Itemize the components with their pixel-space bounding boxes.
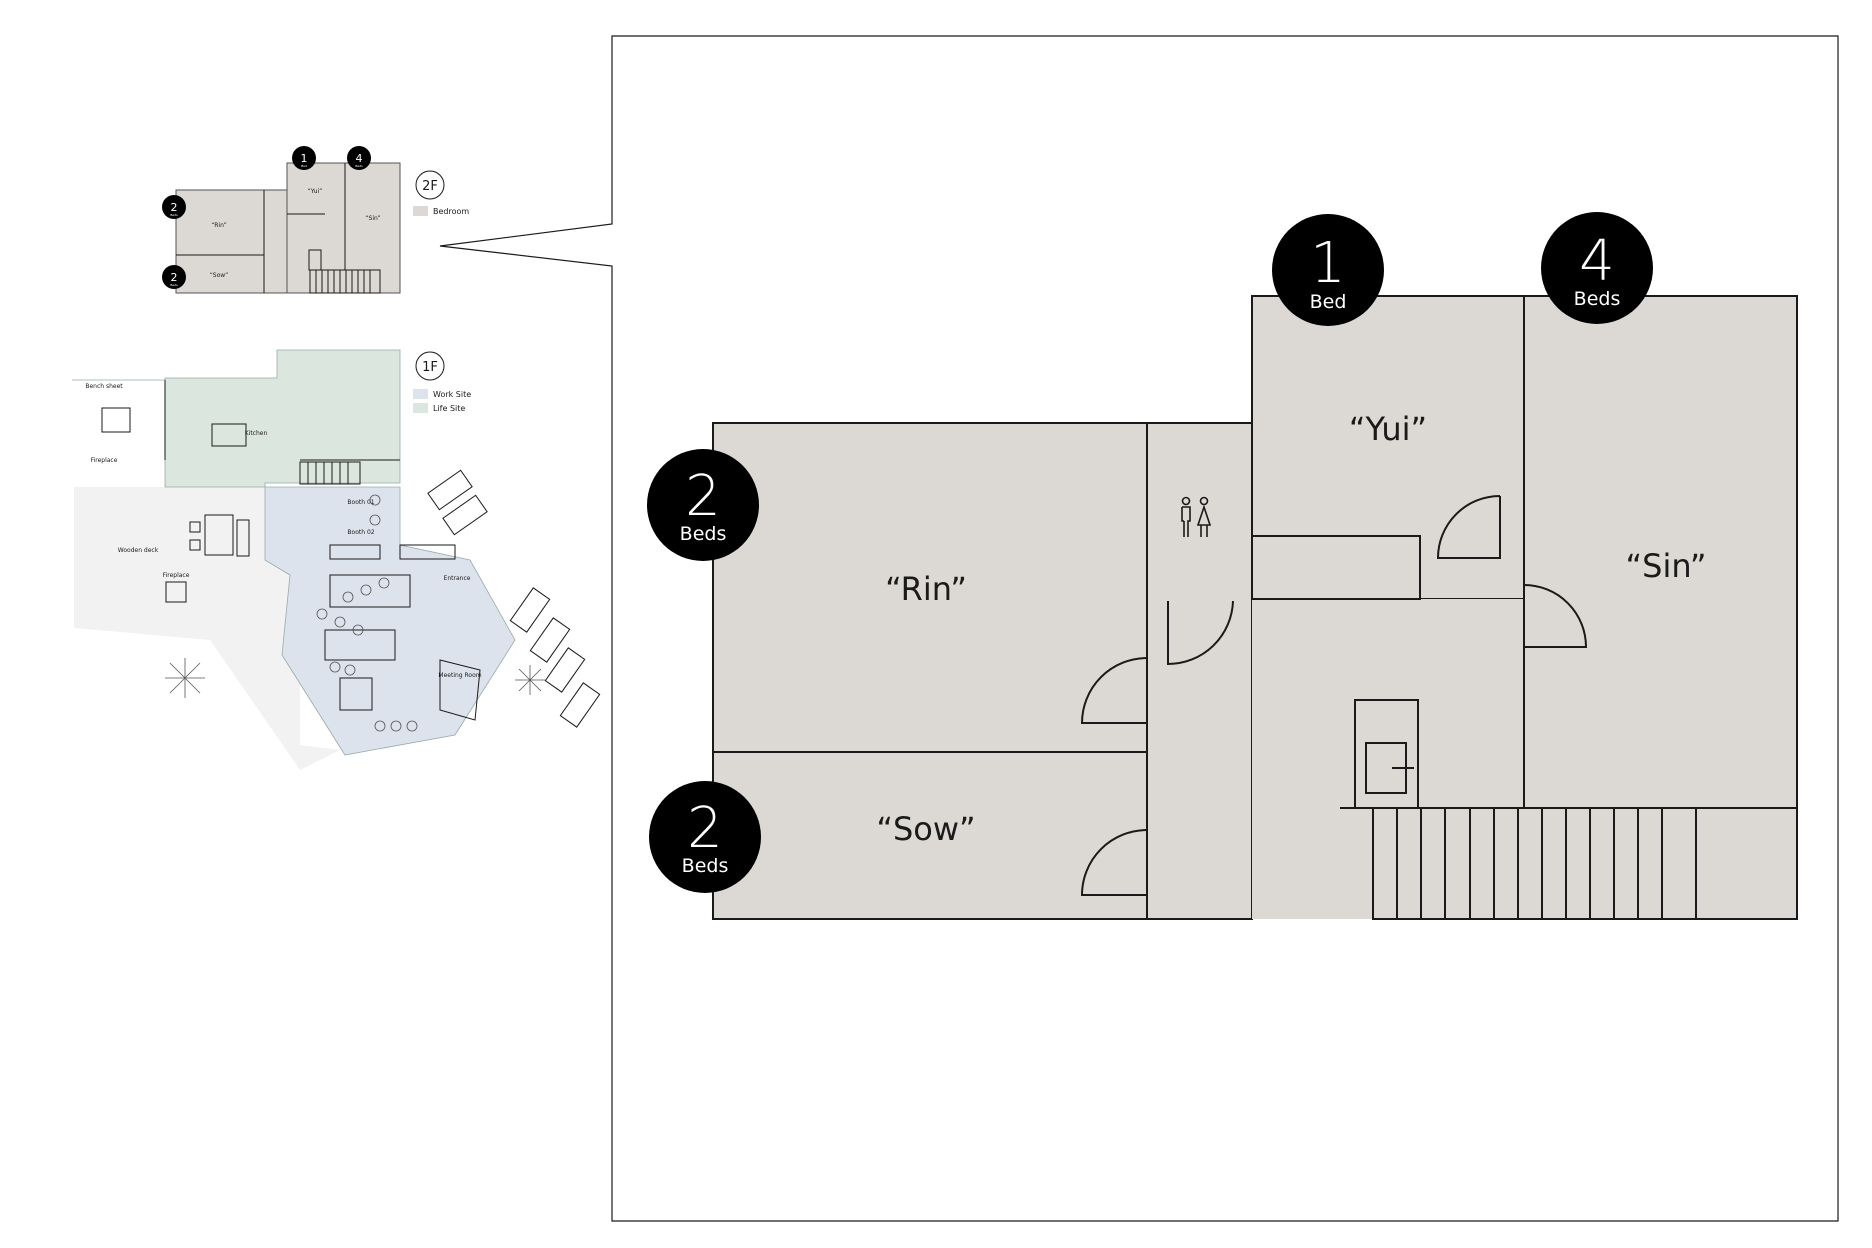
badge-count: 2 — [687, 796, 723, 861]
seating-chairs — [316, 494, 418, 732]
room-label-rin: “Rin” — [885, 570, 967, 608]
room-rin — [712, 422, 1148, 753]
bed-badge-yui: 1 Bed — [1272, 214, 1384, 326]
label-fireplace-inner: Fireplace — [91, 457, 118, 464]
mini-badge-yui: 1 Bed — [292, 146, 316, 170]
mini-room-label-yui: “Yui” — [308, 188, 323, 195]
floor-tag-2f: 2F — [422, 179, 438, 194]
hall — [1146, 422, 1253, 920]
closet — [1251, 535, 1421, 600]
plant-icon — [165, 658, 205, 698]
mini-badge-unit: Beds — [170, 213, 178, 217]
restroom-icon — [1181, 496, 1212, 537]
mini-badge-count: 4 — [356, 152, 363, 165]
label-kitchen: Kitchen — [245, 430, 268, 437]
mini-staircase-1f — [299, 461, 361, 485]
legend-swatch-work-site — [413, 389, 428, 399]
badge-count: 4 — [1579, 229, 1615, 294]
label-bench-sheet: Bench sheet — [85, 383, 123, 390]
mini-room-label-sow: “Sow” — [210, 272, 229, 279]
floor-tag-1f: 1F — [422, 360, 438, 375]
bed-badge-sin: 4 Beds — [1541, 212, 1653, 324]
mini-badge-sow: 2 Beds — [162, 265, 186, 289]
legend-swatch-life-site — [413, 403, 428, 413]
mini-room-label-rin: “Rin” — [211, 222, 226, 229]
mini-badge-count: 2 — [171, 201, 178, 214]
wooden-deck-area — [74, 487, 340, 770]
work-site-area — [264, 486, 516, 756]
badge-count: 2 — [685, 464, 721, 529]
legend-label-life-site: Life Site — [433, 404, 465, 413]
bed-badge-sow: 2 Beds — [649, 781, 761, 893]
mini-badge-rin: 2 Beds — [162, 195, 186, 219]
label-booth-01: Booth 01 — [347, 499, 374, 506]
detail-plan-2f: “Rin” “Sow” “Yui” “Sin” 1 Bed 4 Beds 2 B… — [647, 212, 1798, 920]
label-entrance: Entrance — [444, 575, 471, 582]
plant-icon — [515, 665, 545, 695]
overview-1f: Bench sheet Kitchen Fireplace Wooden dec… — [72, 349, 601, 770]
storage-box — [1354, 699, 1419, 809]
stair-area — [1372, 807, 1798, 920]
badge-count: 1 — [1310, 231, 1346, 296]
label-wooden-deck: Wooden deck — [118, 547, 159, 554]
legend-label-bedroom: Bedroom — [433, 207, 469, 216]
badge-unit: Beds — [1574, 288, 1621, 310]
door-wc — [1167, 600, 1234, 666]
room-label-sin: “Sin” — [1626, 547, 1707, 585]
door-rin — [1080, 657, 1148, 724]
label-booth-02: Booth 02 — [347, 529, 374, 536]
mini-badge-unit: Bed — [301, 164, 307, 168]
bed-badge-rin: 2 Beds — [647, 449, 759, 561]
door-yui — [1436, 495, 1501, 559]
staircase — [1396, 808, 1697, 919]
mini-staircase — [309, 269, 381, 294]
door-sow — [1080, 829, 1148, 896]
label-fireplace-outer: Fireplace — [163, 572, 190, 579]
legend-swatch-bedroom — [413, 206, 428, 216]
badge-unit: Bed — [1310, 291, 1347, 313]
badge-unit: Beds — [680, 523, 727, 545]
mini-badge-count: 1 — [301, 152, 308, 165]
mini-badge-sin: 4 Beds — [347, 146, 371, 170]
badge-unit: Beds — [682, 855, 729, 877]
legend-label-work-site: Work Site — [433, 390, 471, 399]
room-label-yui: “Yui” — [1349, 410, 1427, 448]
room-yui — [1251, 295, 1525, 600]
mini-badge-count: 2 — [171, 271, 178, 284]
room-sin — [1523, 295, 1798, 809]
overview-2f: “Rin” “Sow” “Yui” “Sin” 1 Bed 4 Beds 2 B… — [162, 146, 469, 294]
label-meeting-room: Meeting Room — [438, 672, 481, 679]
mini-badge-unit: Beds — [170, 283, 178, 287]
mini-badge-unit: Beds — [355, 164, 363, 168]
door-sin — [1523, 584, 1588, 648]
mini-room-label-sin: “Sin” — [365, 215, 380, 222]
life-site-area — [72, 349, 401, 488]
room-label-sow: “Sow” — [876, 810, 975, 848]
